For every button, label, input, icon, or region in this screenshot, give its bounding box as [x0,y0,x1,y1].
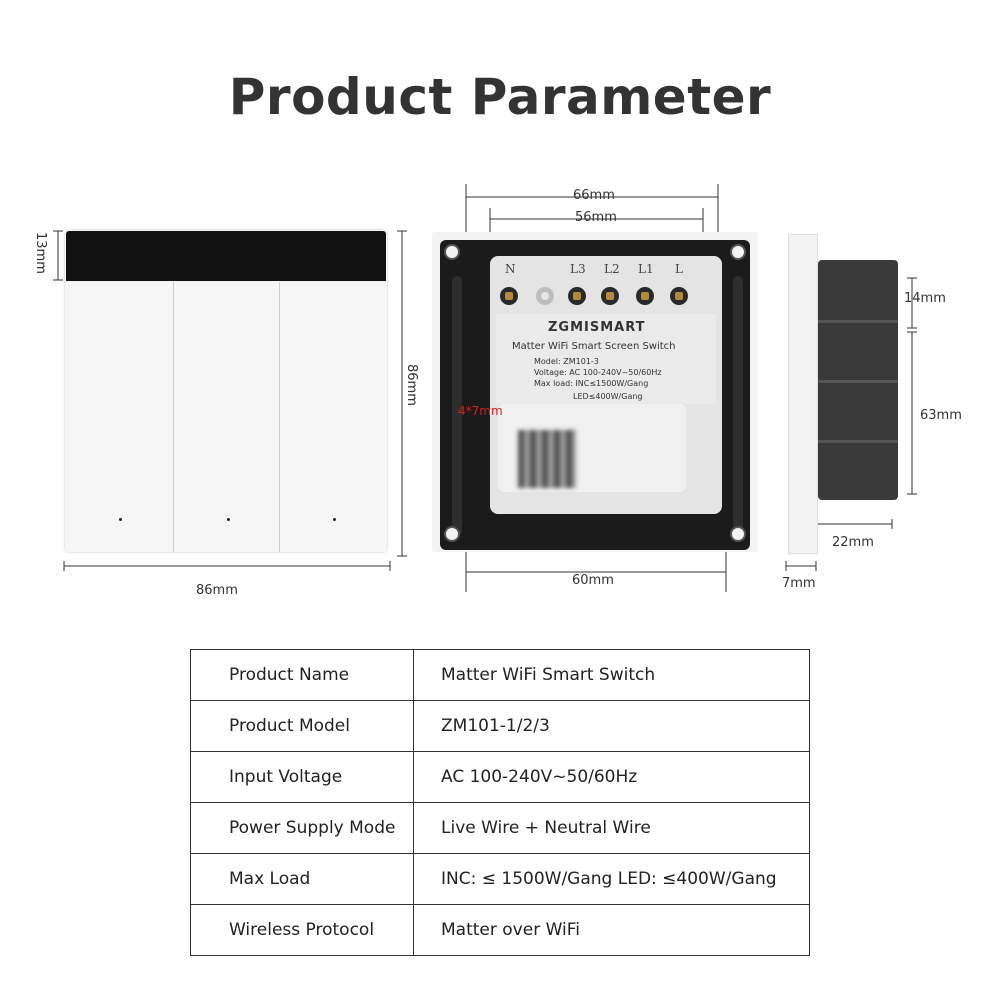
dim-14mm: 14mm [904,291,946,306]
terminal-screw [636,287,654,305]
param-value: ZM101-1/2/3 [413,700,810,752]
indicator-dot [119,518,122,521]
switch-key-1 [66,282,172,552]
module-subtitle: Matter WiFi Smart Screen Switch [512,341,676,352]
param-key: Product Name [190,649,414,701]
dim-22mm: 22mm [832,535,874,550]
table-row: Input Voltage AC 100-240V~50/60Hz [190,751,810,803]
terminal-screw [670,287,688,305]
frame-slot [733,276,743,536]
switch-front-view [65,230,387,552]
switch-key-2 [173,282,280,552]
terminal-screw [601,287,619,305]
dim-56mm: 56mm [575,210,617,225]
terminal-screw [568,287,586,305]
table-row: Product Name Matter WiFi Smart Switch [190,649,810,701]
dim-63mm: 63mm [920,408,962,423]
screw-hole [444,244,460,260]
dim-13mm: 13mm [33,232,48,274]
param-key: Product Model [190,700,414,752]
param-value: INC: ≤ 1500W/Gang LED: ≤400W/Gang [413,853,810,905]
brand-logo: ZGMISMART [548,320,646,335]
screw-hole [444,526,460,542]
screw-hole [730,244,746,260]
param-key: Wireless Protocol [190,904,414,956]
spec-model: Model: ZM101-3 [534,357,599,366]
switch-key-3 [279,282,386,552]
spec-voltage: Voltage: AC 100-240V~50/60Hz [534,368,662,377]
terminal-label-n: N [505,262,516,276]
qr-code [518,430,576,488]
parameter-table: Product Name Matter WiFi Smart Switch Pr… [190,649,810,956]
terminal-label-l2: L2 [604,262,620,276]
dim-86mm-vertical: 86mm [404,364,419,406]
indicator-dot [333,518,336,521]
dim-7mm: 7mm [782,576,816,591]
switch-side-body [818,260,898,500]
terminal-screw [500,287,518,305]
param-key: Input Voltage [190,751,414,803]
param-value: AC 100-240V~50/60Hz [413,751,810,803]
table-row: Product Model ZM101-1/2/3 [190,700,810,752]
switch-screen [66,231,386,281]
frame-slot [452,276,462,536]
table-row: Max Load INC: ≤ 1500W/Gang LED: ≤400W/Ga… [190,853,810,905]
param-value: Matter over WiFi [413,904,810,956]
dim-hole: 4*7mm [458,404,503,418]
param-value: Matter WiFi Smart Switch [413,649,810,701]
terminal-label-l3: L3 [570,262,586,276]
param-key: Power Supply Mode [190,802,414,854]
switch-side-plate [788,234,818,554]
terminal-empty [536,287,554,305]
dim-60mm: 60mm [572,573,614,588]
param-key: Max Load [190,853,414,905]
indicator-dot [227,518,230,521]
spec-load: Max load: INC≤1500W/Gang [534,379,649,388]
terminal-label-l1: L1 [638,262,654,276]
dim-66mm: 66mm [573,188,615,203]
table-row: Power Supply Mode Live Wire + Neutral Wi… [190,802,810,854]
table-row: Wireless Protocol Matter over WiFi [190,904,810,956]
dim-86mm-horizontal: 86mm [196,583,238,598]
page-title: Product Parameter [228,68,772,126]
screw-hole [730,526,746,542]
spec-led: LED≤400W/Gang [573,392,643,401]
param-value: Live Wire + Neutral Wire [413,802,810,854]
terminal-label-l: L [675,262,683,276]
